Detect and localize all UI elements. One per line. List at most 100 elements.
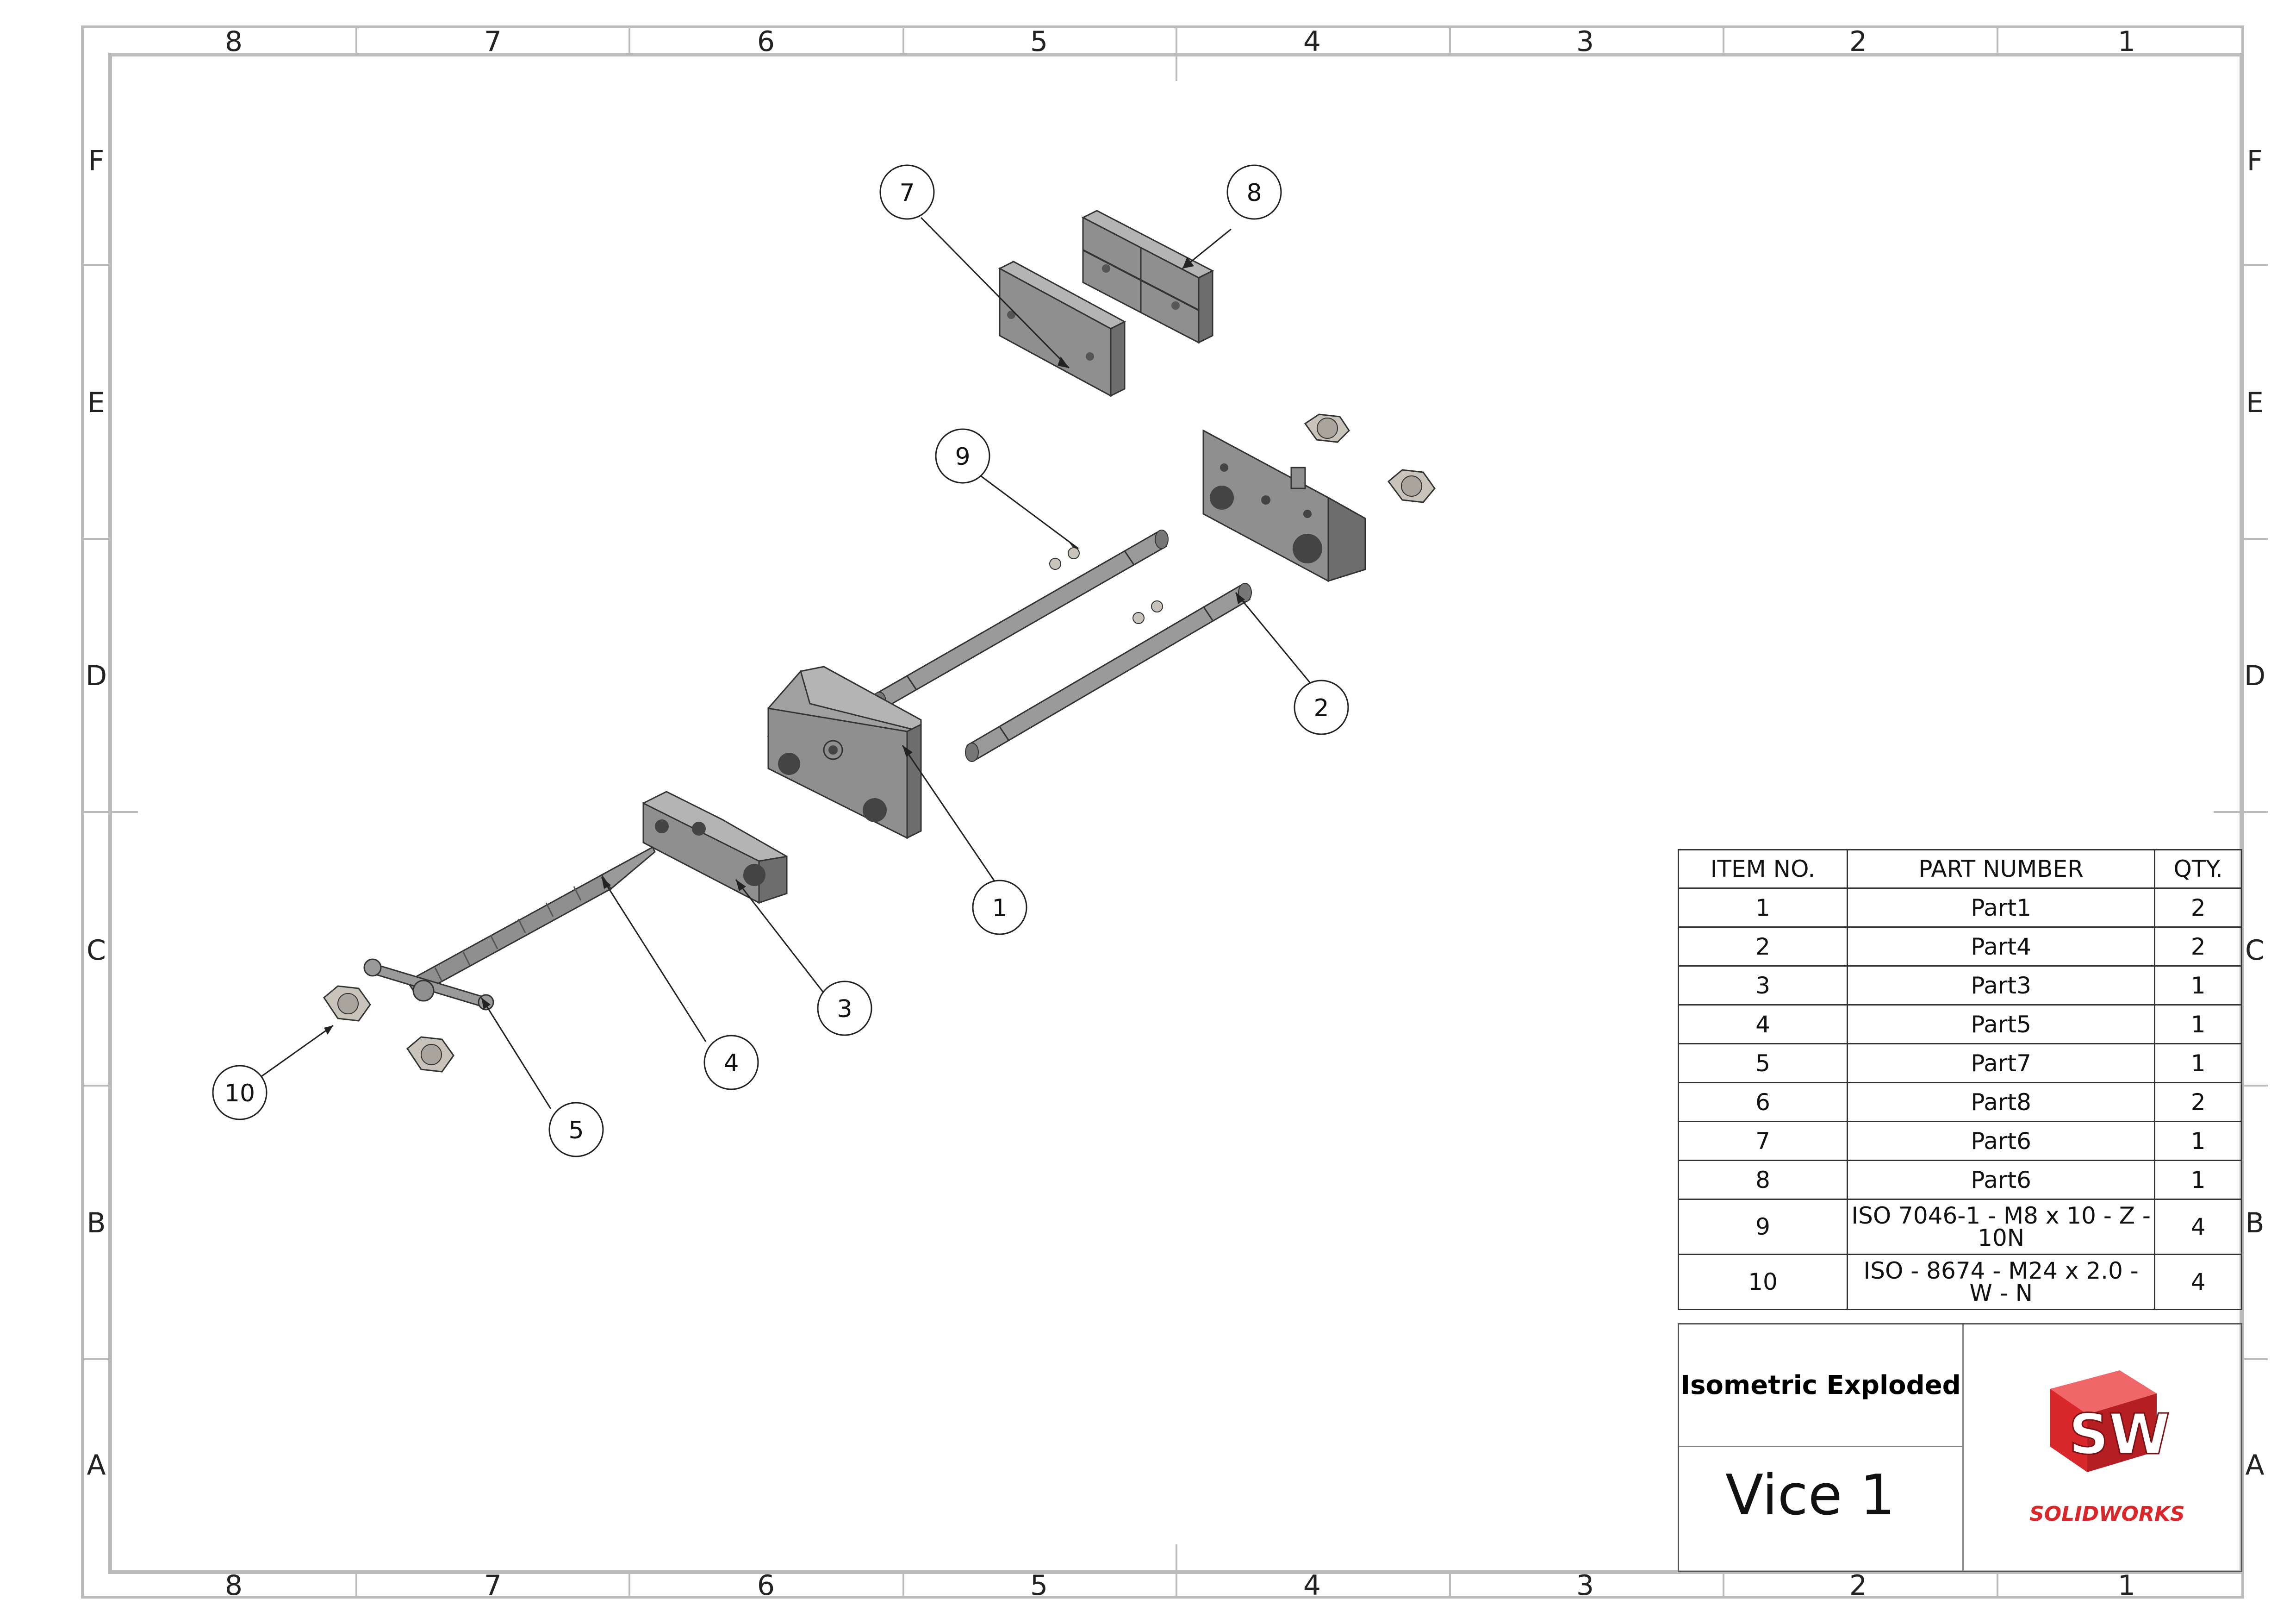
zone-col-1: 1	[2117, 25, 2136, 58]
solidworks-logo: SW SOLIDWORKS	[2029, 1370, 2185, 1526]
balloon-9[interactable]: 9	[935, 428, 990, 484]
balloon-3-label: 3	[837, 995, 852, 1023]
bom-item: 8	[1677, 1160, 1848, 1200]
bom-part: ISO - 8674 - M24 x 2.0 - W - N	[1847, 1254, 2156, 1310]
bom-part: Part7	[1847, 1043, 2156, 1083]
bom-part: Part3	[1847, 965, 2156, 1006]
bom-item: 2	[1677, 926, 1848, 967]
bom-header-qty: QTY.	[2154, 849, 2242, 889]
bom-item: 1	[1677, 887, 1848, 928]
balloon-2-label: 2	[1313, 694, 1329, 722]
zone-row-f-right: F	[2246, 145, 2263, 177]
zone-col-8: 8	[224, 25, 243, 58]
part-2-guide-rod-lower	[965, 583, 1252, 762]
bom-qty: 2	[2154, 926, 2242, 967]
zone-col-1-bottom: 1	[2117, 1569, 2136, 1602]
bom-qty: 1	[2154, 1004, 2242, 1044]
logo-letters: SW	[2069, 1403, 2170, 1467]
zone-col-5: 5	[1030, 25, 1048, 58]
title-block-left: Isometric Exploded Vice 1	[1679, 1324, 1964, 1571]
logo-text: SOLIDWORKS	[2029, 1502, 2185, 1526]
zone-row-f: F	[88, 145, 105, 177]
bom-item: 4	[1677, 1004, 1848, 1044]
balloon-7-label: 7	[899, 179, 915, 207]
balloon-5[interactable]: 5	[548, 1102, 604, 1157]
bom-header-row: ITEM NO. PART NUMBER QTY.	[1677, 849, 2242, 889]
bom-part: Part1	[1847, 887, 2156, 928]
part-1-jaw-block	[767, 666, 922, 839]
nut-upper-2	[1387, 469, 1436, 503]
part-8-jaw-plate-grooved	[1081, 210, 1214, 344]
balloon-5-label: 5	[568, 1117, 584, 1144]
bom-item: 6	[1677, 1082, 1848, 1122]
zone-row-a: A	[87, 1449, 106, 1481]
zone-row-e: E	[87, 387, 105, 419]
zone-ticks	[82, 27, 2268, 1597]
balloon-3[interactable]: 3	[817, 981, 872, 1036]
zone-col-6: 6	[757, 25, 775, 58]
zone-col-5-bottom: 5	[1030, 1569, 1048, 1602]
bom-qty: 4	[2154, 1254, 2242, 1310]
zone-row-b: B	[87, 1207, 106, 1239]
bom-qty: 2	[2154, 1082, 2242, 1122]
bom-qty: 4	[2154, 1199, 2242, 1255]
zone-row-c-right: C	[2245, 934, 2265, 967]
bom-part: Part6	[1847, 1160, 2156, 1200]
bom-header-part: PART NUMBER	[1847, 849, 2156, 889]
part-7-jaw-plate	[998, 261, 1126, 397]
leader-lines	[261, 217, 1313, 1109]
balloon-7[interactable]: 7	[879, 164, 935, 220]
bom-part: Part5	[1847, 1004, 2156, 1044]
zone-col-7-bottom: 7	[484, 1569, 502, 1602]
bom-qty: 2	[2154, 887, 2242, 928]
fixed-jaw-block	[1202, 429, 1366, 582]
part-3-bracket	[642, 791, 788, 904]
balloon-9-label: 9	[955, 443, 970, 471]
bom-item: 9	[1677, 1199, 1848, 1255]
part-5-handle	[363, 958, 494, 1011]
bom-item: 7	[1677, 1121, 1848, 1161]
zone-row-a-right: A	[2245, 1449, 2265, 1481]
balloon-4[interactable]: 4	[703, 1035, 759, 1090]
bom-qty: 1	[2154, 1043, 2242, 1083]
balloon-8[interactable]: 8	[1226, 164, 1282, 220]
balloon-10[interactable]: 10	[212, 1065, 268, 1120]
bom-item: 10	[1677, 1254, 1848, 1310]
view-name: Isometric Exploded	[1679, 1324, 1962, 1447]
leader-arrowheads	[324, 257, 1245, 1035]
title-block: Isometric Exploded Vice 1	[1678, 1323, 2242, 1572]
zone-col-8-bottom: 8	[224, 1569, 243, 1602]
zone-row-d-right: D	[2244, 660, 2266, 692]
balloon-4-label: 4	[723, 1049, 739, 1077]
balloon-1-label: 1	[992, 894, 1007, 922]
zone-col-7: 7	[484, 25, 502, 58]
bom-item: 5	[1677, 1043, 1848, 1083]
balloon-2[interactable]: 2	[1294, 680, 1349, 735]
bom-part: Part8	[1847, 1082, 2156, 1122]
bom-item: 3	[1677, 965, 1848, 1006]
balloon-1[interactable]: 1	[972, 880, 1027, 935]
bom-part: Part6	[1847, 1121, 2156, 1161]
zone-col-4-bottom: 4	[1303, 1569, 1321, 1602]
part-2-guide-rod-upper	[872, 530, 1169, 711]
bom-part: Part4	[1847, 926, 2156, 967]
zone-row-b-right: B	[2245, 1207, 2265, 1239]
zone-col-2: 2	[1849, 25, 1867, 58]
bom-part: ISO 7046-1 - M8 x 10 - Z - 10N	[1847, 1199, 2156, 1255]
zone-col-3: 3	[1576, 25, 1594, 58]
part-10-nut-2	[406, 1036, 454, 1073]
bom-qty: 1	[2154, 1121, 2242, 1161]
zone-row-d: D	[85, 660, 107, 692]
zone-col-6-bottom: 6	[757, 1569, 775, 1602]
